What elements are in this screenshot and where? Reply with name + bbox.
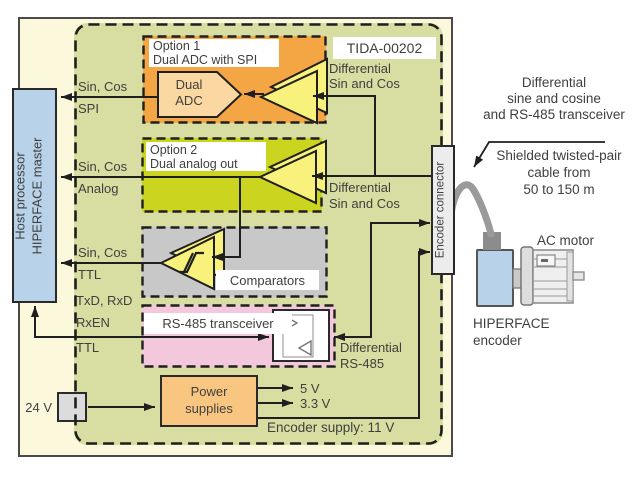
5v-label: 5 V	[300, 381, 320, 396]
encoder-shaft	[512, 268, 523, 289]
signal-label-sincos-spi: Sin, Cos	[78, 79, 128, 94]
motor-shaft	[572, 271, 585, 281]
signal-label-analog: Analog	[78, 181, 119, 196]
hiperface-encoder-label: HIPERFACE encoder	[473, 316, 550, 348]
comparators-label: Comparators	[216, 270, 319, 290]
dual-adc-label: Dual ADC	[175, 77, 203, 108]
uart-label-ttl: TTL	[76, 340, 100, 355]
option1-title: Option 1 Dual ADC with SPI	[149, 39, 279, 67]
host-processor-block	[12, 88, 57, 303]
rs485-label: RS-485 transceiver	[144, 313, 292, 334]
diff-sincos-mid-label: Differential Sin and Cos	[329, 180, 400, 211]
host-label-line1: Host processor	[12, 152, 28, 240]
encoder-cable-gland	[483, 232, 501, 250]
diff-rs485-label: Differential RS-485	[340, 340, 402, 371]
ac-motor-label: AC motor	[537, 233, 595, 248]
tida-label: TIDA-00202	[333, 37, 436, 59]
motor-body	[532, 249, 574, 304]
differential-signal-note: Differential sine and cosine and RS-485 …	[483, 75, 625, 122]
uart-label-txd-rxd: TxD, RxD	[76, 293, 133, 308]
24v-input-block	[57, 392, 87, 422]
ac-motor-drawing	[512, 246, 585, 306]
option2-title: Option 2 Dual analog out	[146, 142, 266, 171]
option1-title-line2: Dual ADC with SPI	[153, 53, 258, 67]
signal-label-sincos-ttl: Sin, Cos	[78, 245, 128, 260]
encoder-connector-label: Encoder connector	[434, 161, 447, 259]
option2-title-line1: Option 2	[150, 142, 198, 157]
uart-label-rxen: RxEN	[76, 315, 110, 330]
hiperface-encoder-block	[476, 249, 514, 307]
signal-label-spi: SPI	[78, 101, 99, 116]
option1-title-line1: Option 1	[153, 39, 201, 53]
host-label-line2: HIPERFACE master	[29, 137, 45, 255]
diff-sincos-top-label: Differential Sin and Cos	[329, 61, 400, 91]
signal-label-ttl: TTL	[78, 267, 102, 282]
option2-title-line2: Dual analog out	[150, 156, 238, 171]
3v3-label: 3.3 V	[300, 396, 331, 411]
signal-label-sincos-analog: Sin, Cos	[78, 159, 128, 174]
host-processor-label: Host processor HIPERFACE master	[12, 89, 58, 304]
motor-terminal-box	[536, 254, 556, 267]
24v-label: 24 V	[25, 400, 52, 415]
power-supplies-label: Power supplies	[185, 384, 233, 416]
encoder-supply-label: Encoder supply: 11 V	[267, 420, 395, 435]
cable-note: Shielded twisted-pair cable from 50 to 1…	[496, 148, 622, 197]
motor-flange	[520, 246, 534, 306]
